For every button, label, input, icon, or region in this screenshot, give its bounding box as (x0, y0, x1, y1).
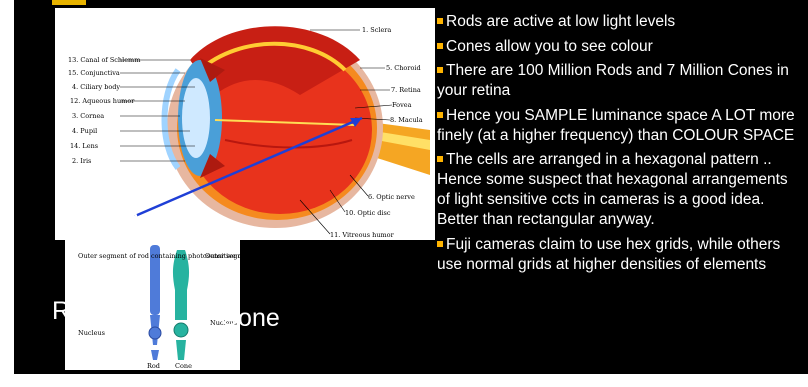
retina-label: Retina (67, 204, 139, 233)
bullet-marker (437, 67, 443, 73)
eye-label-right: 6. Optic nerve (368, 193, 415, 201)
eye-label-left: 4. Ciliary body (72, 83, 120, 91)
nucleus-label-left: Nucleus (78, 329, 105, 337)
cone-label: Cone (220, 304, 280, 333)
eye-label-right: Fovea (392, 101, 412, 109)
eye-label-left: 12. Aqueous humor (70, 97, 135, 105)
eye-label-left: 13. Canal of Schlemm (68, 56, 140, 64)
bullet-list: Rods are active at low light levels Cone… (437, 12, 802, 279)
bullet-item: Hence you SAMPLE luminance space A LOT m… (437, 106, 802, 146)
eye-label-left: 14. Lens (70, 142, 98, 150)
cone-nucleus (174, 323, 188, 337)
eye-label-right: 10. Optic disc (345, 209, 391, 217)
cone-segment-label: Outer segment of cone containing photose… (205, 252, 402, 260)
rod-label: Rod (52, 297, 98, 326)
eye-label-right: 5. Choroid (386, 64, 421, 72)
eye-label-right: 11. Vitreous humor (330, 231, 395, 239)
bullet-item: Cones allow you to see colour (437, 37, 802, 57)
bullet-item: There are 100 Million Rods and 7 Million… (437, 61, 802, 101)
bullet-text: There are 100 Million Rods and 7 Million… (437, 62, 789, 99)
bullet-marker (437, 43, 443, 49)
bullet-marker (437, 156, 443, 162)
eye-label-left: 4. Pupil (72, 127, 97, 135)
cone-caption: Cone (175, 362, 192, 370)
cone-outer-segment (173, 250, 189, 320)
bullet-marker (437, 241, 443, 247)
bullet-text: The cells are arranged in a hexagonal pa… (437, 151, 788, 228)
bullet-text: Fuji cameras claim to use hex grids, whi… (437, 236, 780, 273)
bullet-item: The cells are arranged in a hexagonal pa… (437, 150, 802, 230)
eye-label-left: 3. Cornea (72, 112, 104, 120)
bullet-text: Rods are active at low light levels (446, 13, 675, 30)
rod-caption: Rod (147, 362, 160, 370)
bullet-text: Hence you SAMPLE luminance space A LOT m… (437, 107, 795, 144)
eye-label-right: 8. Macula (390, 116, 423, 124)
bullet-item: Fuji cameras claim to use hex grids, whi… (437, 235, 802, 275)
eye-label-right: 7. Retina (391, 86, 421, 94)
bullet-item: Rods are active at low light levels (437, 12, 802, 32)
rod-nucleus (149, 327, 161, 339)
eye-label-left: 2. Iris (72, 157, 91, 165)
bullet-marker (437, 18, 443, 24)
eye-label-left: 15. Conjunctiva (68, 69, 120, 77)
bullet-marker (437, 112, 443, 118)
eye-label-right: 1. Sclera (362, 26, 391, 34)
bullet-text: Cones allow you to see colour (446, 38, 653, 55)
